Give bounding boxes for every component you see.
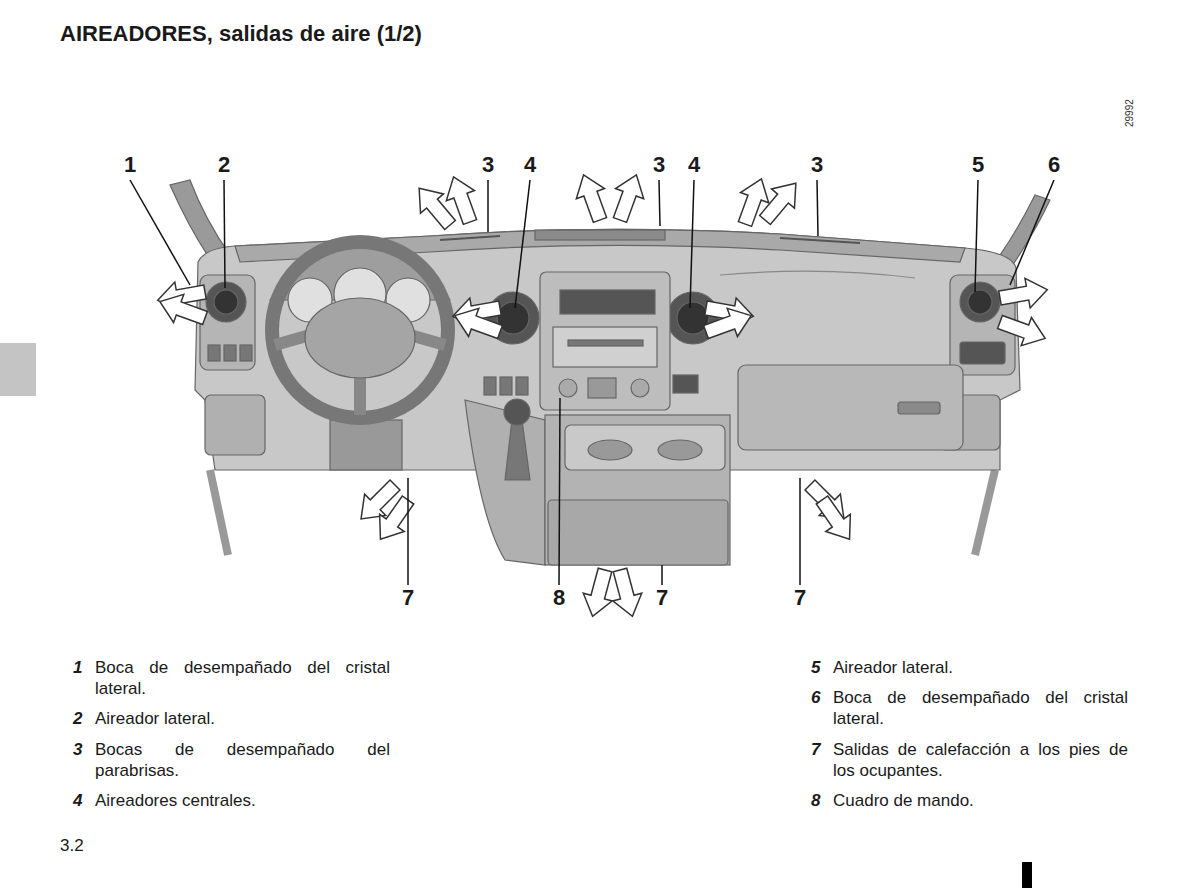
callout-number: 3 (653, 154, 665, 176)
callout-number: 2 (218, 154, 230, 176)
callout-number: 1 (124, 154, 136, 176)
item-text: Bocas de desempañado del parabrisas. (95, 739, 390, 781)
item-text: Boca de desempañado del cristal lateral. (95, 657, 390, 699)
item-number: 2 (73, 708, 82, 729)
item-text: Cuadro de mando. (833, 790, 1128, 811)
callout-number: 7 (794, 587, 806, 609)
page-title: AIREADORES, salidas de aire (1/2) (60, 21, 422, 47)
leader-lines (130, 180, 1054, 585)
callout-number: 3 (811, 154, 823, 176)
item-text: Boca de desempañado del cristal lateral. (833, 687, 1128, 729)
dashboard (170, 180, 1050, 565)
item-number: 6 (811, 687, 820, 708)
page-number: 3.2 (60, 836, 84, 856)
callout-number: 8 (553, 587, 565, 609)
item-text: Aireador lateral. (833, 657, 1128, 678)
callout-number: 7 (656, 587, 668, 609)
callout-number: 7 (402, 587, 414, 609)
item-number: 3 (73, 739, 82, 760)
item-text: Aireador lateral. (95, 708, 390, 729)
figure-code: 29992 (1124, 99, 1135, 127)
item-number: 4 (73, 790, 82, 811)
item-text: Aireadores centrales. (95, 790, 390, 811)
section-tab (0, 343, 36, 396)
item-number: 5 (811, 657, 820, 678)
callout-number: 5 (972, 154, 984, 176)
item-number: 8 (811, 790, 820, 811)
callout-number: 4 (524, 154, 536, 176)
callout-number: 3 (482, 154, 494, 176)
item-text: Salidas de calefacción a los pies de los… (833, 739, 1128, 781)
callout-number: 4 (688, 154, 700, 176)
airflow-arrows (155, 170, 1050, 620)
page-mark (1022, 862, 1032, 888)
callout-number: 6 (1048, 154, 1060, 176)
item-number: 1 (73, 657, 82, 678)
item-number: 7 (811, 739, 820, 760)
